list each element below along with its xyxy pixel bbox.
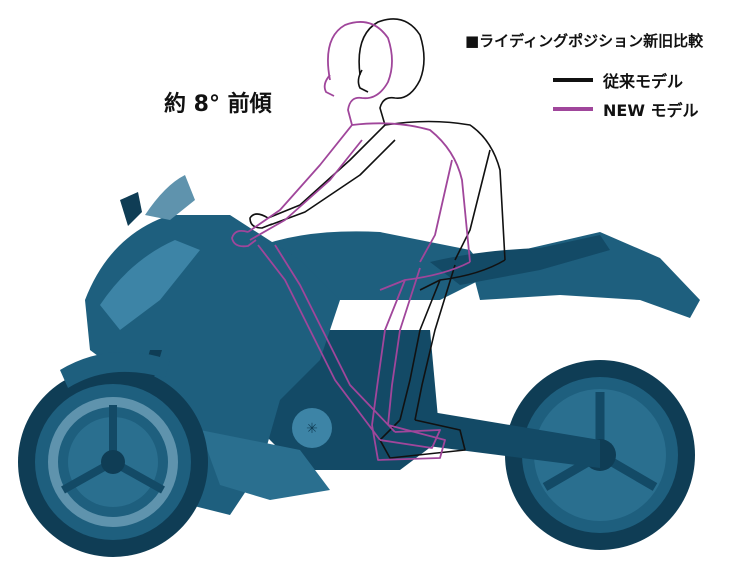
front-fender xyxy=(60,352,170,388)
lower-cowl xyxy=(200,430,330,500)
motorcycle-illustration: ✳ xyxy=(18,175,700,557)
forward-lean-label: 約 8° 前傾 xyxy=(164,92,272,117)
legend-label-old: 従来モデル xyxy=(603,72,684,91)
front-wheel xyxy=(18,367,208,557)
new-model-rider xyxy=(231,21,471,461)
windscreen xyxy=(145,175,195,220)
legend-line-new xyxy=(553,107,593,111)
mirror xyxy=(120,192,142,226)
svg-text:✳: ✳ xyxy=(306,421,318,437)
legend-item-old-model: 従来モデル xyxy=(553,70,684,91)
swingarm xyxy=(420,410,600,468)
diagram-title: ■ライディングポジション新旧比較 xyxy=(465,32,704,50)
legend-label-new: NEW モデル xyxy=(603,101,699,120)
legend-item-new-model: NEW モデル xyxy=(553,99,699,120)
old-model-rider xyxy=(249,18,506,459)
legend-line-old xyxy=(553,78,593,82)
